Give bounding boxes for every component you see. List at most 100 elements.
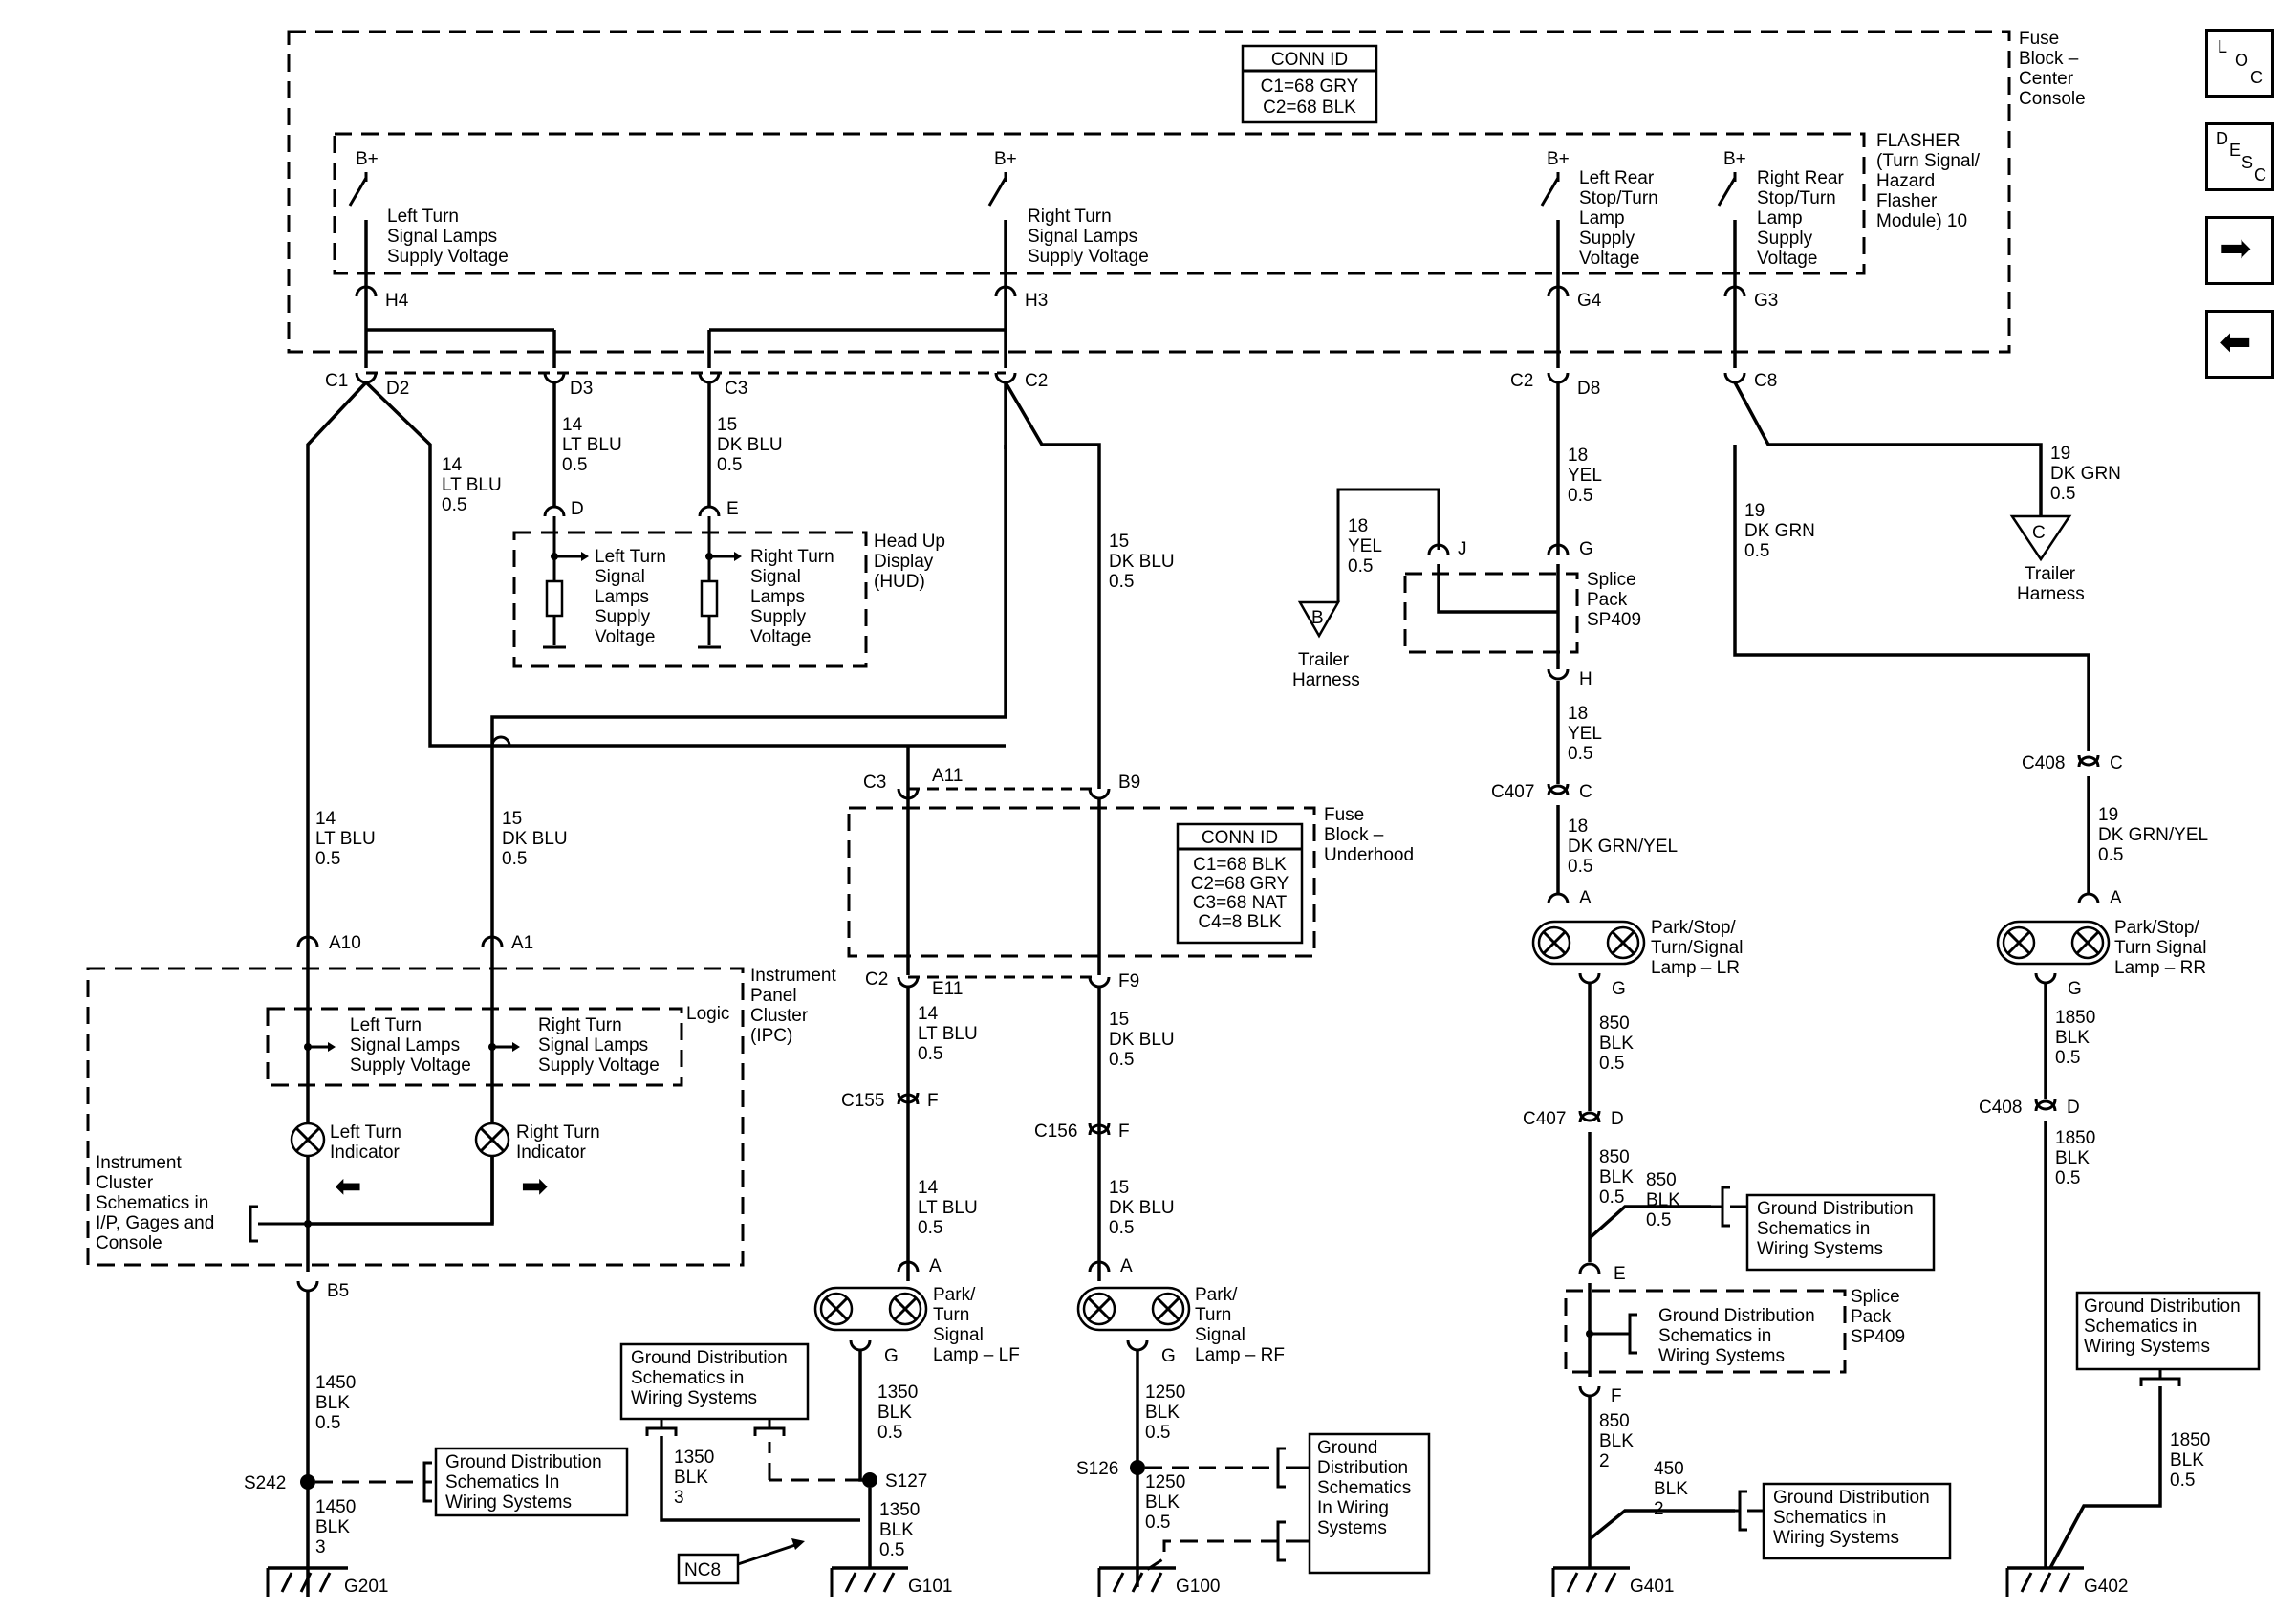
svg-text:F: F xyxy=(1611,1386,1622,1406)
svg-text:C1=68 BLK: C1=68 BLK xyxy=(1193,855,1287,875)
ground-g401-icon xyxy=(1551,1566,1630,1597)
ground-g101-label: G101 xyxy=(908,1577,952,1597)
svg-text:B+: B+ xyxy=(356,149,379,169)
svg-text:C155: C155 xyxy=(841,1091,884,1111)
svg-text:NC8: NC8 xyxy=(684,1560,721,1580)
fuse-block-underhood xyxy=(847,806,1316,958)
svg-text:B9: B9 xyxy=(1118,773,1140,793)
svg-text:C: C xyxy=(1579,782,1592,802)
svg-text:B5: B5 xyxy=(327,1281,349,1301)
ground-g101-icon xyxy=(830,1566,908,1597)
forward-button[interactable]: ➡ xyxy=(2205,216,2274,285)
svg-text:A11: A11 xyxy=(932,766,963,786)
forward-arrow-icon: ➡ xyxy=(2220,228,2252,270)
back-arrow-icon: ⬅ xyxy=(2220,321,2252,363)
svg-text:A: A xyxy=(1120,1256,1133,1276)
svg-text:E: E xyxy=(726,499,739,519)
desc-button[interactable]: D E S C xyxy=(2205,122,2274,191)
svg-text:C2=68 GRY: C2=68 GRY xyxy=(1191,874,1289,894)
splice-pack-sp409-lower xyxy=(1564,1289,1847,1374)
svg-text:C2: C2 xyxy=(1510,371,1533,391)
svg-text:A: A xyxy=(2110,888,2122,908)
svg-text:F: F xyxy=(927,1091,939,1111)
desc-letter-c: C xyxy=(2254,165,2266,185)
hud-module xyxy=(512,531,868,668)
loc-button[interactable]: L O C xyxy=(2205,29,2274,98)
svg-text:G: G xyxy=(884,1346,899,1366)
svg-text:G: G xyxy=(1161,1346,1176,1366)
svg-text:E: E xyxy=(1614,1264,1626,1284)
ground-g402-icon xyxy=(2005,1566,2084,1597)
svg-text:H3: H3 xyxy=(1025,291,1048,311)
svg-text:G: G xyxy=(2068,979,2082,999)
loc-letter-c: C xyxy=(2250,68,2263,87)
ground-ref-rr xyxy=(2075,1291,2261,1371)
svg-text:CONN ID: CONN ID xyxy=(1202,828,1278,848)
svg-text:G: G xyxy=(1612,979,1626,999)
back-button[interactable]: ⬅ xyxy=(2205,310,2274,379)
svg-text:H4: H4 xyxy=(385,291,409,311)
svg-text:C408: C408 xyxy=(1979,1098,2022,1118)
svg-text:D8: D8 xyxy=(1577,379,1600,399)
svg-text:C2=68 BLK: C2=68 BLK xyxy=(1263,98,1356,118)
svg-text:G4: G4 xyxy=(1577,291,1602,311)
ground-ref-s126 xyxy=(1308,1432,1431,1575)
svg-text:C3=68 NAT: C3=68 NAT xyxy=(1193,893,1288,913)
svg-text:D: D xyxy=(2067,1098,2080,1118)
hud-pins: D E xyxy=(543,499,742,649)
ipc-pins: A10 A1 B5 xyxy=(296,933,533,1301)
svg-text:C3: C3 xyxy=(863,773,886,793)
ipc-logic-label: Logic xyxy=(686,1004,729,1024)
svg-text:A10: A10 xyxy=(329,933,361,953)
svg-text:B: B xyxy=(1311,608,1324,628)
conn-id-center: CONN ID C1=68 GRY C2=68 BLK xyxy=(1241,44,1378,124)
ipc-indicator-lamps: ⬅ ➡ xyxy=(290,1121,549,1205)
svg-text:C8: C8 xyxy=(1754,371,1777,391)
desc-letter-e: E xyxy=(2229,141,2242,160)
splice-pack-sp409-upper xyxy=(1403,572,1579,654)
